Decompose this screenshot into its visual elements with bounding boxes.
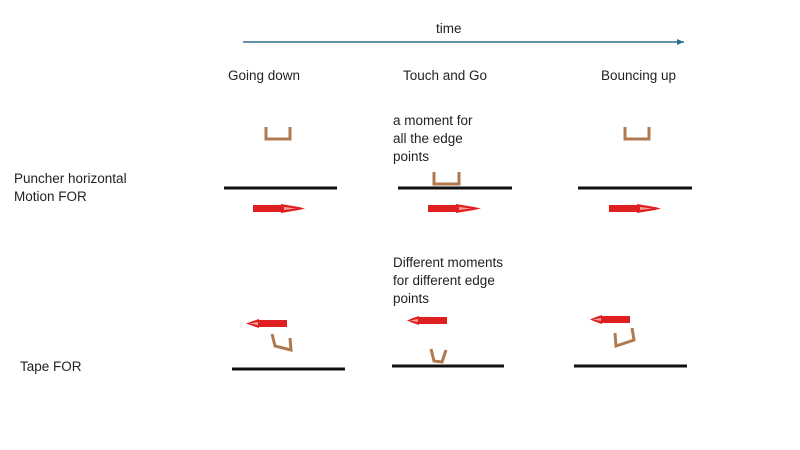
red-arrow-right-icon (609, 204, 661, 213)
puncher-tilted-icon (429, 348, 448, 364)
tape-frame-going-down (232, 319, 345, 371)
puncher-frame-bouncing-up (578, 127, 692, 213)
puncher-frame-going-down (224, 127, 337, 213)
tape-frame-touch-and-go (392, 316, 504, 368)
red-arrow-left-icon (590, 315, 630, 324)
puncher-u-icon (432, 172, 461, 186)
red-arrow-right-icon (253, 204, 305, 213)
row-label-tape-frame: Tape FOR (20, 359, 82, 374)
tape-frame-bouncing-up (574, 315, 687, 368)
puncher-tilted-icon (613, 327, 636, 349)
note-puncher-frame: a moment for all the edge points (393, 113, 473, 164)
puncher-tilted-icon (270, 333, 293, 352)
puncher-u-icon (264, 127, 292, 141)
column-title-going-down: Going down (228, 68, 301, 83)
red-arrow-left-icon (407, 316, 447, 325)
red-arrow-right-icon (428, 204, 481, 213)
red-arrow-left-icon (246, 319, 287, 328)
note-tape-frame: Different moments for different edge poi… (393, 255, 504, 306)
puncher-frame-touch-and-go (398, 172, 512, 213)
column-title-touch-and-go: Touch and Go (403, 68, 488, 83)
puncher-u-icon (623, 127, 651, 141)
column-title-bouncing-up: Bouncing up (601, 68, 677, 83)
row-label-puncher-frame: Puncher horizontal Motion FOR (14, 171, 127, 204)
time-axis-label: time (436, 21, 462, 36)
